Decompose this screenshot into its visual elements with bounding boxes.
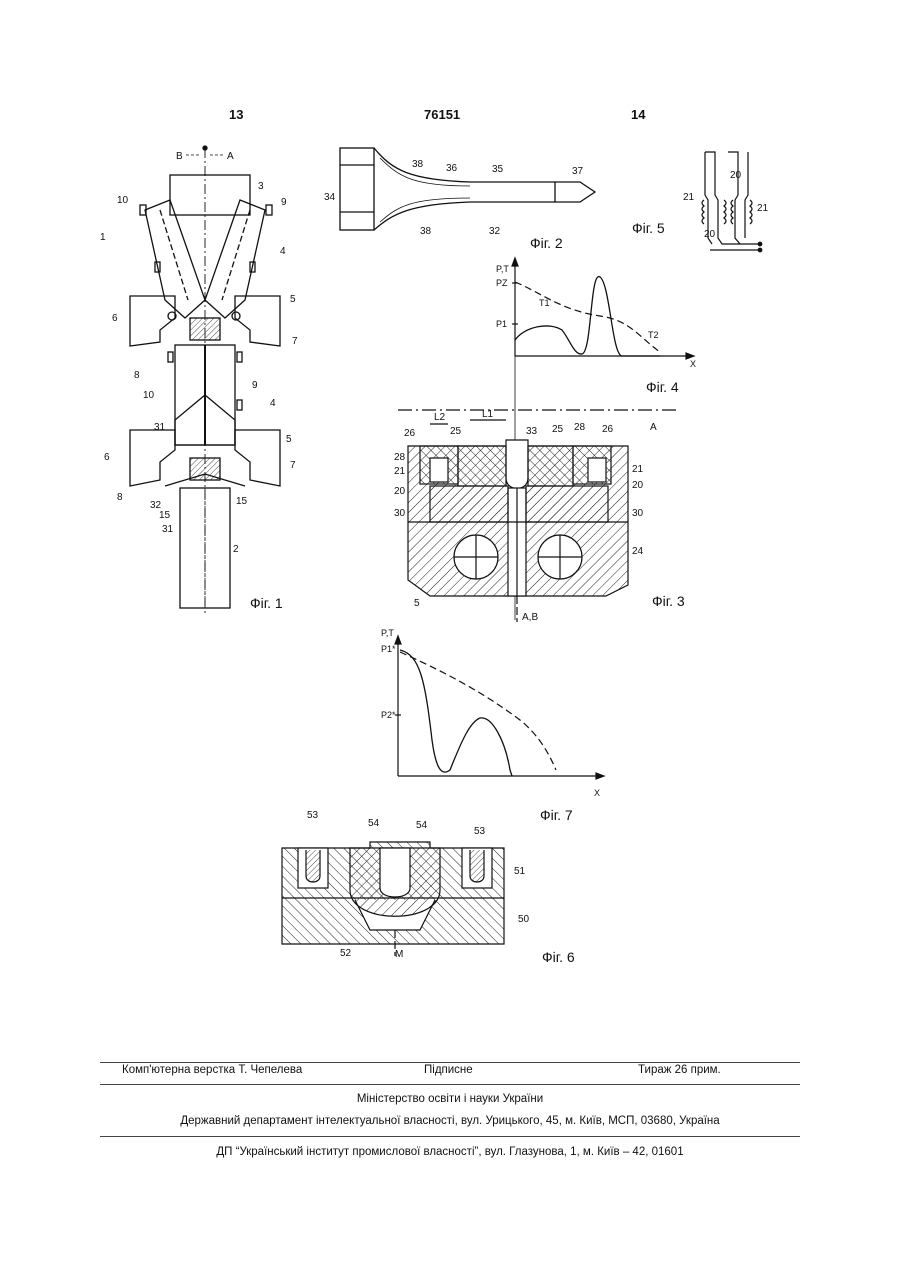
footer-rule-top bbox=[100, 1062, 800, 1063]
fig7-y-axis-label: P,T bbox=[381, 628, 394, 638]
fig4-x-axis-label: X bbox=[690, 359, 696, 369]
fig3-label: 20 bbox=[632, 480, 644, 491]
fig1-label: 10 bbox=[117, 195, 129, 206]
fig1-label: 15 bbox=[236, 496, 248, 507]
fig2-label: 38 bbox=[420, 226, 432, 237]
figure-7 bbox=[395, 636, 604, 779]
footer-ministry: Міністерство освіти і науки України bbox=[100, 1093, 800, 1105]
fig1-label: 31 bbox=[154, 422, 166, 433]
fig3-axis-label: A,B bbox=[522, 612, 538, 623]
fig1-label: 4 bbox=[280, 246, 286, 257]
fig7-caption: Фіг. 7 bbox=[540, 807, 573, 823]
fig1-label: 9 bbox=[281, 197, 287, 208]
fig6-label: 53 bbox=[307, 810, 319, 821]
footer-institute: ДП “Український інститут промислової вла… bbox=[100, 1146, 800, 1158]
fig3-label: 33 bbox=[526, 426, 538, 437]
fig5-label: 21 bbox=[683, 192, 695, 203]
fig6-axis-label: M bbox=[395, 949, 403, 960]
fig1-label: 4 bbox=[270, 398, 276, 409]
fig2-label: 36 bbox=[446, 163, 458, 174]
fig1-label: 6 bbox=[112, 313, 118, 324]
fig3-label: 5 bbox=[414, 598, 420, 609]
fig6-label: 53 bbox=[474, 826, 486, 837]
fig3-label: 20 bbox=[394, 486, 406, 497]
fig3-label: 25 bbox=[450, 426, 462, 437]
figure-1-labels: B A 1 10 3 9 4 5 6 7 8 10 9 4 31 6 5 7 8… bbox=[100, 151, 298, 611]
fig3-caption: Фіг. 3 bbox=[652, 593, 685, 609]
fig5-caption: Фіг. 5 bbox=[632, 220, 665, 236]
fig1-label: 15 bbox=[159, 510, 171, 521]
figure-7-labels: P,T P1* P2* X Фіг. 7 bbox=[381, 628, 600, 823]
fig1-axis-b: B bbox=[176, 151, 183, 162]
fig3-label: 28 bbox=[394, 452, 406, 463]
footer-print-run: Тираж 26 прим. bbox=[638, 1064, 721, 1076]
fig3-label: 24 bbox=[632, 546, 644, 557]
footer-rule-bottom bbox=[100, 1136, 800, 1137]
fig1-label: 5 bbox=[290, 294, 296, 305]
fig1-label: 9 bbox=[252, 380, 258, 391]
fig6-label: 50 bbox=[518, 914, 530, 925]
fig2-label: 38 bbox=[412, 159, 424, 170]
fig7-x-axis-label: X bbox=[594, 788, 600, 798]
footer-layout-by: Комп'ютерна верстка Т. Чепелева bbox=[122, 1064, 302, 1076]
fig1-label: 2 bbox=[233, 544, 239, 555]
footer-rule-middle bbox=[100, 1084, 800, 1085]
fig1-label: 7 bbox=[290, 460, 296, 471]
fig4-y-axis-label: P,T bbox=[496, 264, 509, 274]
fig2-label: 37 bbox=[572, 166, 584, 177]
fig4-curve-label: T1 bbox=[539, 298, 550, 308]
fig2-caption: Фіг. 2 bbox=[530, 235, 563, 251]
figure-2 bbox=[340, 148, 595, 230]
fig3-label: 21 bbox=[632, 464, 644, 475]
fig3-dimension: L2 bbox=[434, 412, 446, 423]
fig3-axis-label: A bbox=[650, 422, 657, 433]
fig1-label: 3 bbox=[258, 181, 264, 192]
fig3-label: 26 bbox=[404, 428, 416, 439]
fig2-label: 34 bbox=[324, 192, 336, 203]
fig2-label: 35 bbox=[492, 164, 504, 175]
fig1-label: 31 bbox=[162, 524, 174, 535]
fig6-label: 51 bbox=[514, 866, 526, 877]
footer-signed: Підписне bbox=[424, 1064, 473, 1076]
fig1-label: 8 bbox=[134, 370, 140, 381]
fig5-label: 21 bbox=[757, 203, 769, 214]
fig1-label: 1 bbox=[100, 232, 106, 243]
fig4-curve-label: T2 bbox=[648, 330, 659, 340]
fig4-caption: Фіг. 4 bbox=[646, 379, 679, 395]
fig1-label: 8 bbox=[117, 492, 123, 503]
fig3-dimension: L1 bbox=[482, 409, 494, 420]
fig1-label: 10 bbox=[143, 390, 155, 401]
fig3-label: 26 bbox=[602, 424, 614, 435]
fig6-label: 54 bbox=[416, 820, 428, 831]
figure-4-labels: P,T PZ P1 T1 T2 X Фіг. 4 bbox=[496, 264, 696, 395]
fig1-label: 6 bbox=[104, 452, 110, 463]
fig3-label: 28 bbox=[574, 422, 586, 433]
fig5-label: 20 bbox=[730, 170, 742, 181]
fig1-label: 7 bbox=[292, 336, 298, 347]
fig1-axis-a: A bbox=[227, 151, 234, 162]
fig6-caption: Фіг. 6 bbox=[542, 949, 575, 965]
fig4-y-axis-label-2: PZ bbox=[496, 278, 508, 288]
fig5-label: 20 bbox=[704, 229, 716, 240]
fig7-level-label: P2* bbox=[381, 710, 396, 720]
fig3-label: 30 bbox=[632, 508, 644, 519]
fig3-label: 21 bbox=[394, 466, 406, 477]
footer-department: Державний департамент інтелектуальної вл… bbox=[100, 1115, 800, 1127]
fig1-label: 5 bbox=[286, 434, 292, 445]
fig4-level-label: P1 bbox=[496, 319, 507, 329]
figure-2-labels: 34 38 36 35 37 38 32 Фіг. 2 bbox=[324, 159, 584, 251]
fig6-label: 52 bbox=[340, 948, 352, 959]
fig7-level-label: P1* bbox=[381, 644, 396, 654]
figure-6 bbox=[282, 842, 504, 956]
fig3-label: 30 bbox=[394, 508, 406, 519]
fig6-label: 54 bbox=[368, 818, 380, 829]
fig2-label: 32 bbox=[489, 226, 501, 237]
fig1-caption: Фіг. 1 bbox=[250, 595, 283, 611]
fig3-label: 25 bbox=[552, 424, 564, 435]
